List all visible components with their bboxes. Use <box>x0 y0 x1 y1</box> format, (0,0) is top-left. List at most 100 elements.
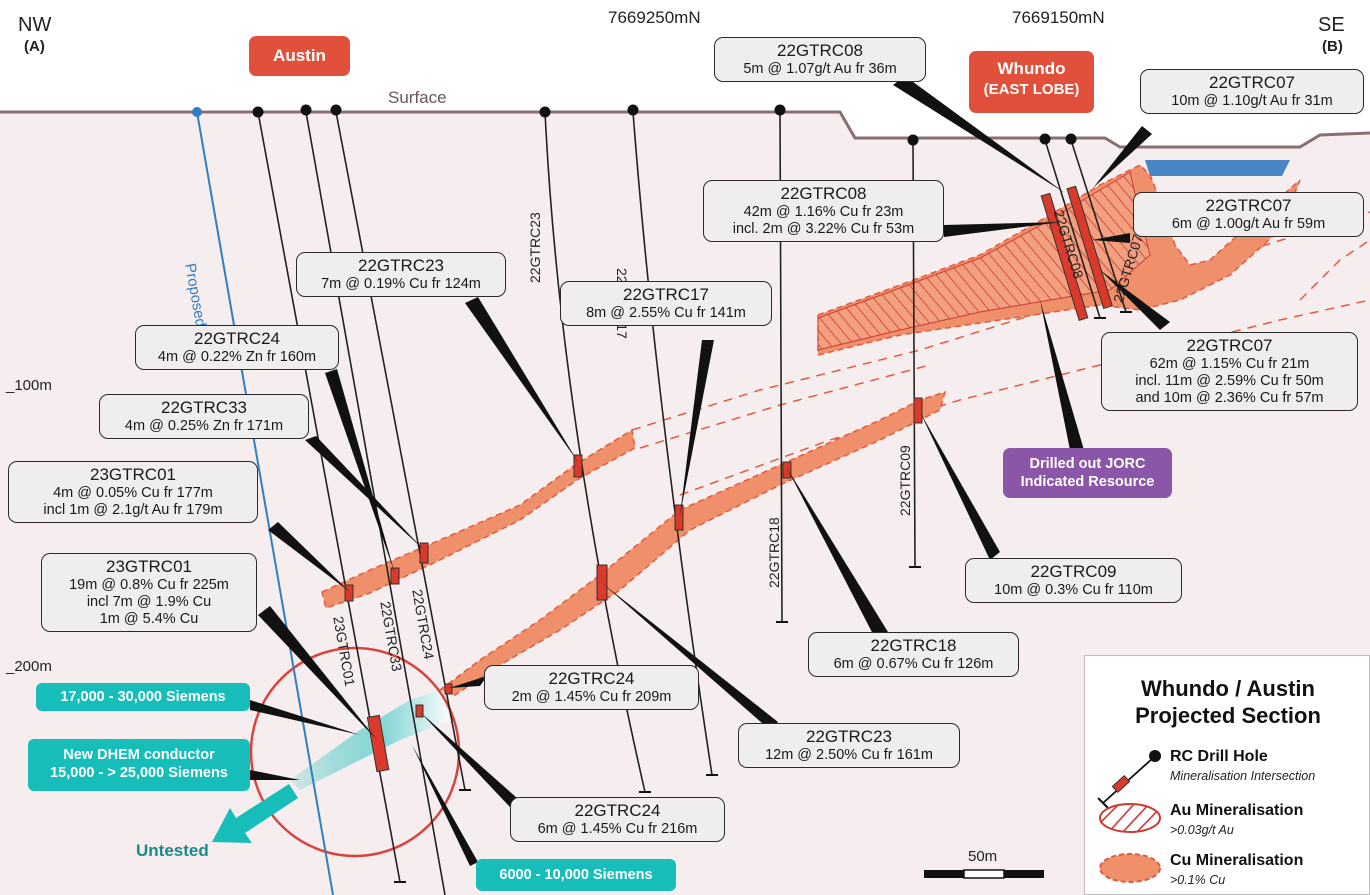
intersection-markers <box>344 185 1113 773</box>
untested-label: Untested <box>136 841 209 860</box>
surface-label: Surface <box>388 88 447 107</box>
callout-title: 22GTRC07 <box>1186 336 1273 355</box>
nw-label: NW <box>18 14 52 36</box>
callout-line: 62m @ 1.15% Cu fr 21m <box>1149 356 1310 372</box>
legend-au-label: Au Mineralisation <box>1170 802 1304 819</box>
whundo-tag: Whundo (EAST LOBE) <box>969 51 1094 113</box>
northing-label-2: 7669150mN <box>1012 8 1105 27</box>
cu-lens-lower <box>438 390 947 696</box>
callout-22gtrc17: 22GTRC17 8m @ 2.55% Cu fr 141m <box>560 281 772 326</box>
austin-tag: Austin <box>249 36 350 76</box>
callout-line: 10m @ 0.3% Cu fr 110m <box>994 582 1153 598</box>
siemens-17k-tag: 17,000 - 30,000 Siemens <box>36 683 250 711</box>
callout-line: 42m @ 1.16% Cu fr 23m <box>743 204 904 220</box>
siemens-6k-tag: 6000 - 10,000 Siemens <box>476 859 676 891</box>
cu-lens-upper <box>321 428 636 609</box>
rc-drill-hole-icon <box>1097 750 1161 808</box>
jorc-resource-tag: Drilled out JORC Indicated Resource <box>1003 448 1172 498</box>
scale-bar-label: 50m <box>968 848 998 865</box>
callout-title: 23GTRC01 <box>106 557 192 576</box>
callout-line: 6m @ 1.45% Cu fr 216m <box>537 821 698 837</box>
legend-cu-label: Cu Mineralisation <box>1170 852 1304 869</box>
callout-title: 22GTRC07 <box>1205 196 1292 215</box>
callout-line: 4m @ 0.05% Cu fr 177m <box>53 485 213 501</box>
untested-arrow <box>212 784 298 843</box>
callout-22gtrc07-cu: 22GTRC07 62m @ 1.15% Cu fr 21m incl. 11m… <box>1101 332 1358 411</box>
callout-22gtrc24-zn: 22GTRC24 4m @ 0.22% Zn fr 160m <box>135 325 339 370</box>
callout-title: 22GTRC07 <box>1209 73 1295 92</box>
depth-label-200: _200m <box>6 658 52 675</box>
callout-line: 8m @ 2.55% Cu fr 141m <box>586 305 746 321</box>
au-mineralisation-icon <box>1099 803 1161 833</box>
callout-title: 22GTRC18 <box>870 636 957 655</box>
drill-hole-end-ticks <box>394 311 1132 883</box>
se-sub-label: (B) <box>1322 38 1343 55</box>
callout-22gtrc33: 22GTRC33 4m @ 0.25% Zn fr 171m <box>99 394 309 439</box>
legend-rc-sub: Mineralisation Intersection <box>1170 769 1316 783</box>
whundo-tag-line2: (EAST LOBE) <box>983 81 1080 98</box>
depth-label-100: _100m <box>6 377 52 394</box>
se-label: SE <box>1318 14 1345 36</box>
callout-title: 22GTRC23 <box>358 256 444 275</box>
drill-hole-collars <box>252 104 1077 146</box>
hole-label-22gtrc18: 22GTRC18 <box>766 517 782 588</box>
legend-panel: Whundo / Austin Projected Section RC Dri… <box>1084 655 1370 895</box>
callout-title: 22GTRC23 <box>806 727 892 746</box>
callout-line: 10m @ 1.10g/t Au fr 31m <box>1171 93 1333 109</box>
callout-title: 22GTRC17 <box>623 285 709 304</box>
callout-line: incl. 11m @ 2.59% Cu fr 50m <box>1135 373 1324 389</box>
callout-23gtrc01-b: 23GTRC01 19m @ 0.8% Cu fr 225m incl 7m @… <box>41 553 257 632</box>
hole-label-22gtrc23: 22GTRC23 <box>527 212 543 283</box>
callout-title: 23GTRC01 <box>90 465 176 484</box>
dashed-projection-lines <box>631 211 1370 496</box>
callout-title: 22GTRC08 <box>777 41 863 60</box>
callout-22gtrc07-au-b: 22GTRC07 6m @ 1.00g/t Au fr 59m <box>1133 192 1364 237</box>
callout-line: incl. 2m @ 3.22% Cu fr 53m <box>732 221 915 237</box>
nw-sub-label: (A) <box>24 38 45 55</box>
callout-title: 22GTRC33 <box>161 398 247 417</box>
whundo-tag-line1: Whundo <box>997 59 1066 78</box>
callout-title: 22GTRC24 <box>194 329 280 348</box>
callout-title: 22GTRC08 <box>780 184 867 203</box>
dhem-conductor-plate <box>290 690 450 790</box>
dhem-tag-line1: New DHEM conductor <box>63 747 215 763</box>
callout-line: 7m @ 0.19% Cu fr 124m <box>321 276 481 292</box>
callout-line: 1m @ 5.4% Cu <box>99 611 199 627</box>
callout-line: 6m @ 1.00g/t Au fr 59m <box>1171 216 1326 232</box>
callout-line: 4m @ 0.22% Zn fr 160m <box>157 349 317 365</box>
legend-title-line1: Whundo / Austin <box>1141 676 1315 701</box>
callout-line: incl 7m @ 1.9% Cu <box>86 594 212 610</box>
proposed-hole-collar <box>192 107 202 117</box>
siemens-leaders <box>250 700 478 866</box>
callout-line: and 10m @ 2.36% Cu fr 57m <box>1135 390 1324 406</box>
jorc-tag-line1: Drilled out JORC <box>1029 456 1146 472</box>
callout-line: 12m @ 2.50% Cu fr 161m <box>765 747 933 763</box>
callout-title: 22GTRC24 <box>574 801 661 820</box>
callout-22gtrc24-cu-b: 22GTRC24 6m @ 1.45% Cu fr 216m <box>510 797 725 842</box>
water-body <box>1145 160 1290 176</box>
scale-bar-graphic <box>924 869 1044 879</box>
callout-22gtrc24-cu-a: 22GTRC24 2m @ 1.45% Cu fr 209m <box>484 665 699 710</box>
legend-cu-sub: >0.1% Cu <box>1170 873 1226 887</box>
callout-22gtrc18: 22GTRC18 6m @ 0.67% Cu fr 126m <box>808 632 1019 677</box>
callout-22gtrc23-b: 22GTRC23 12m @ 2.50% Cu fr 161m <box>738 723 960 768</box>
callout-line: 19m @ 0.8% Cu fr 225m <box>69 577 229 593</box>
callout-23gtrc01-a: 23GTRC01 4m @ 0.05% Cu fr 177m incl 1m @… <box>8 461 258 523</box>
callout-line: 5m @ 1.07g/t Au fr 36m <box>743 61 897 77</box>
legend-rc-label: RC Drill Hole <box>1170 748 1268 765</box>
northing-label-1: 7669250mN <box>608 8 701 27</box>
dhem-tag-line2: 15,000 - > 25,000 Siemens <box>50 765 228 781</box>
callout-line: incl 1m @ 2.1g/t Au fr 179m <box>43 502 223 518</box>
callout-22gtrc07-au-a: 22GTRC07 10m @ 1.10g/t Au fr 31m <box>1140 69 1364 114</box>
legend-au-sub: >0.03g/t Au <box>1170 823 1234 837</box>
jorc-tag-line2: Indicated Resource <box>1020 474 1155 490</box>
surface-line <box>0 110 1370 149</box>
legend-title-line2: Projected Section <box>1135 703 1321 728</box>
hole-label-22gtrc09: 22GTRC09 <box>897 445 913 516</box>
callout-line: 2m @ 1.45% Cu fr 209m <box>511 689 672 705</box>
callout-title: 22GTRC09 <box>1030 562 1117 581</box>
callout-22gtrc09: 22GTRC09 10m @ 0.3% Cu fr 110m <box>965 558 1182 603</box>
callout-22gtrc23-a: 22GTRC23 7m @ 0.19% Cu fr 124m <box>296 252 506 297</box>
